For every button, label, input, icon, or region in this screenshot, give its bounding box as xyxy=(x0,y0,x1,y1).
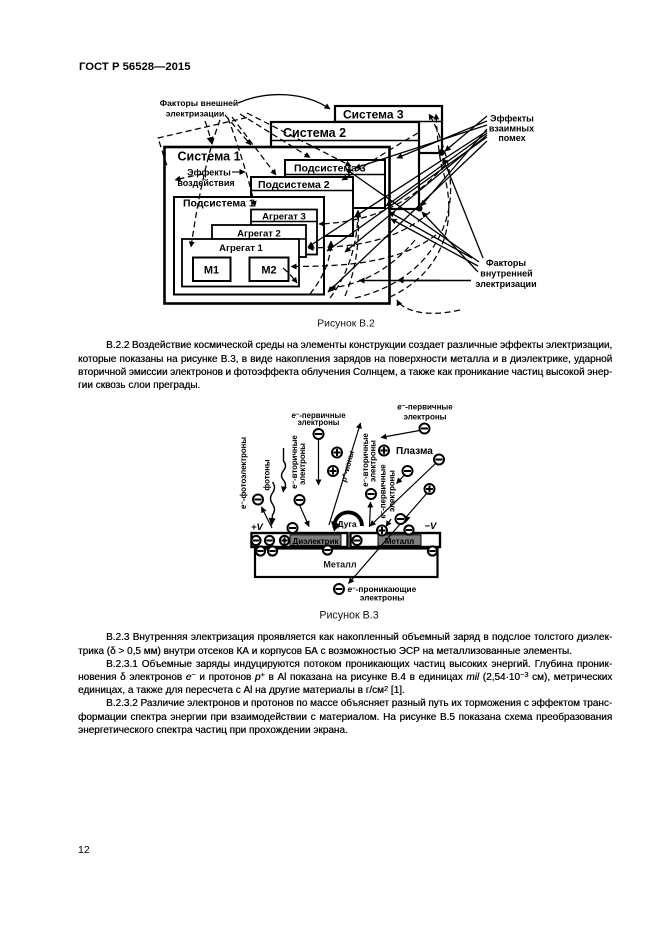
svg-text:Система 3: Система 3 xyxy=(343,108,404,122)
svg-text:Факторы: Факторы xyxy=(486,258,526,268)
svg-text:электроны: электроны xyxy=(298,443,307,485)
svg-text:помех: помех xyxy=(498,133,525,143)
svg-text:фотоны: фотоны xyxy=(263,459,272,490)
svg-text:воздействия: воздействия xyxy=(177,178,234,188)
svg-text:Агрегат 3: Агрегат 3 xyxy=(262,211,306,222)
svg-text:электризации: электризации xyxy=(475,279,536,289)
svg-text:Система 2: Система 2 xyxy=(283,126,346,140)
svg-text:е−-первичные: е−-первичные xyxy=(379,464,388,519)
svg-text:−V: −V xyxy=(425,521,438,532)
svg-text:Диэлектрик: Диэлектрик xyxy=(293,537,340,546)
svg-text:е−-проникающие: е−-проникающие xyxy=(348,584,417,594)
svg-text:е−-фотоэлектроны: е−-фотоэлектроны xyxy=(239,437,248,509)
svg-text:е−-вторичные: е−-вторичные xyxy=(290,435,299,489)
svg-text:Дуга: Дуга xyxy=(338,519,357,529)
svg-text:электроны: электроны xyxy=(369,440,378,482)
svg-text:е−-первичные: е−-первичные xyxy=(397,403,453,412)
svg-text:электроны: электроны xyxy=(360,593,405,603)
svg-text:Агрегат 1: Агрегат 1 xyxy=(219,243,263,254)
svg-text:электризации: электризации xyxy=(166,109,225,119)
svg-text:взаимных: взаимных xyxy=(489,123,534,133)
svg-text:внутренней: внутренней xyxy=(480,269,532,279)
svg-text:Плазма: Плазма xyxy=(396,446,433,457)
svg-text:+V: +V xyxy=(251,522,264,533)
svg-text:Система 1: Система 1 xyxy=(178,149,241,163)
svg-text:Рисунок В.3: Рисунок В.3 xyxy=(319,610,378,622)
svg-text:Подсистема 2: Подсистема 2 xyxy=(258,179,330,191)
svg-text:Рисунок В.2: Рисунок В.2 xyxy=(317,319,375,330)
svg-text:Подсистема 3: Подсистема 3 xyxy=(294,163,366,175)
svg-text:Металл: Металл xyxy=(385,537,415,546)
svg-text:е−-первичные: е−-первичные xyxy=(291,411,346,420)
svg-text:М1: М1 xyxy=(204,264,219,276)
svg-text:электроны: электроны xyxy=(403,413,446,422)
svg-text:Подсистема 1: Подсистема 1 xyxy=(183,198,255,210)
svg-text:Эффекты: Эффекты xyxy=(187,168,231,178)
svg-text:Металл: Металл xyxy=(323,559,357,569)
svg-text:электроны: электроны xyxy=(298,418,340,427)
svg-text:электроны: электроны xyxy=(388,470,397,512)
svg-text:Агрегат 2: Агрегат 2 xyxy=(237,228,281,239)
svg-text:М2: М2 xyxy=(261,264,276,276)
svg-text:е−-вторичные: е−-вторичные xyxy=(361,433,370,487)
svg-text:Эффекты: Эффекты xyxy=(490,114,534,124)
svg-text:Факторы внешней: Факторы внешней xyxy=(160,98,238,108)
